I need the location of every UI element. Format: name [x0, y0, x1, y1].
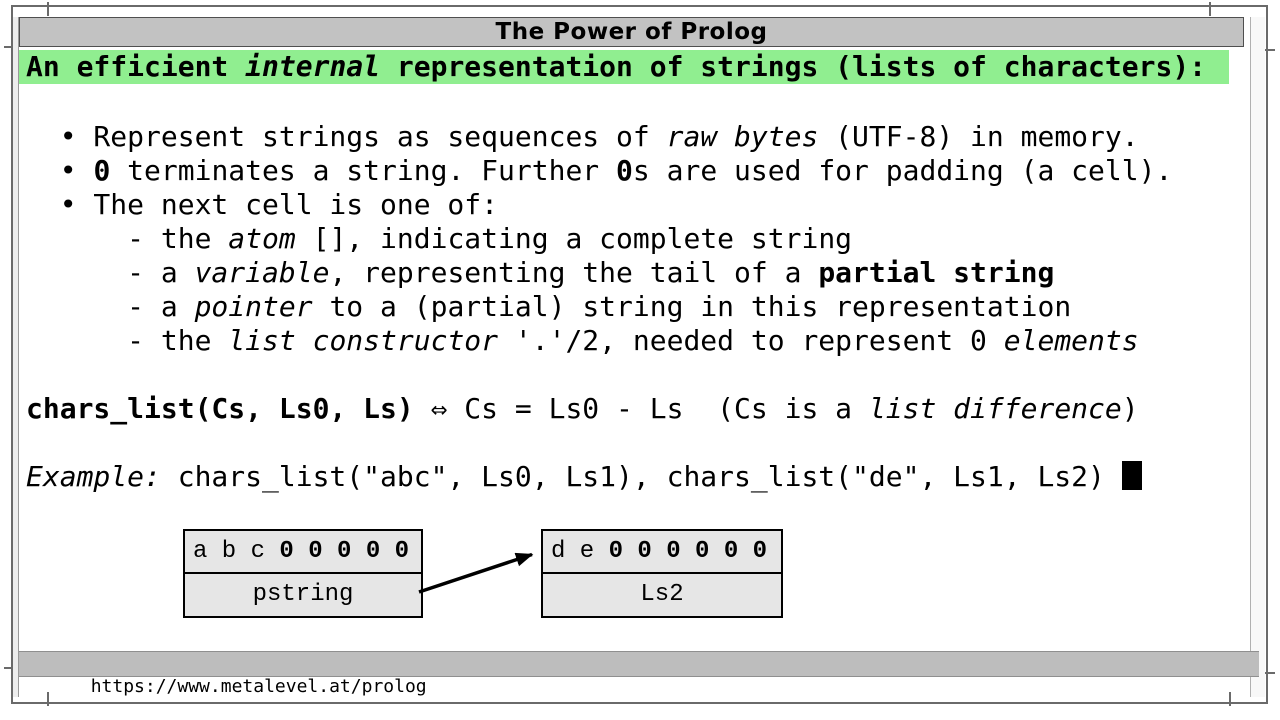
slide-heading: An efficient internal representation of …	[19, 50, 1229, 84]
slide-text-line: - a variable, representing the tail of a…	[26, 256, 1055, 289]
slide-text-line: • 0 terminates a string. Further 0s are …	[26, 154, 1173, 187]
slide-text-line: - the atom [], indicating a complete str…	[26, 222, 853, 255]
window-title: The Power of Prolog	[495, 19, 768, 45]
slide-text-line: • The next cell is one of:	[26, 188, 499, 221]
slide-body: • Represent strings as sequences of raw …	[26, 120, 1248, 494]
pointer-arrow-icon	[418, 552, 534, 594]
resize-notch-left-top[interactable]	[4, 46, 18, 48]
resize-notch-top-left[interactable]	[47, 2, 49, 16]
text-cursor	[1121, 461, 1142, 490]
resize-notch-right-bottom[interactable]	[1261, 672, 1275, 674]
slide-text-line: • Represent strings as sequences of raw …	[26, 120, 1139, 153]
resize-notch-left-bottom[interactable]	[4, 667, 18, 669]
memory-box-label: Ls2	[640, 581, 684, 608]
slide-text-line	[26, 426, 1248, 460]
slide-text-line: Example: chars_list("abc", Ls0, Ls1), ch…	[26, 460, 1248, 494]
resize-notch-bottom-right[interactable]	[1229, 692, 1231, 706]
memory-box-ls2: d e 0 0 0 0 0 0 Ls2	[541, 529, 783, 618]
memory-box-pstring: a b c 0 0 0 0 0 pstring	[183, 529, 423, 618]
resize-notch-top-right[interactable]	[1209, 2, 1211, 16]
memory-cells-row: d e 0 0 0 0 0 0	[543, 531, 781, 574]
status-bar: https://www.metalevel.at/prolog	[19, 651, 1259, 697]
resize-notch-bottom-left[interactable]	[47, 692, 49, 706]
status-url: https://www.metalevel.at/prolog	[90, 676, 427, 697]
memory-box-label: pstring	[252, 581, 354, 608]
memory-cells-row: a b c 0 0 0 0 0	[185, 531, 421, 574]
resize-notch-right-top[interactable]	[1261, 49, 1275, 51]
window-titlebar[interactable]: The Power of Prolog	[19, 17, 1244, 47]
slide-text-line: chars_list(Cs, Ls0, Ls) ⇔ Cs = Ls0 - Ls …	[26, 392, 1139, 425]
left-gutter	[13, 17, 19, 697]
slide-text-line: - a pointer to a (partial) string in thi…	[26, 290, 1072, 323]
slide-text-line: - the list constructor '.'/2, needed to …	[26, 324, 1139, 357]
slide-text-line	[26, 358, 1248, 392]
scrollbar-trough-right[interactable]	[1250, 17, 1265, 697]
